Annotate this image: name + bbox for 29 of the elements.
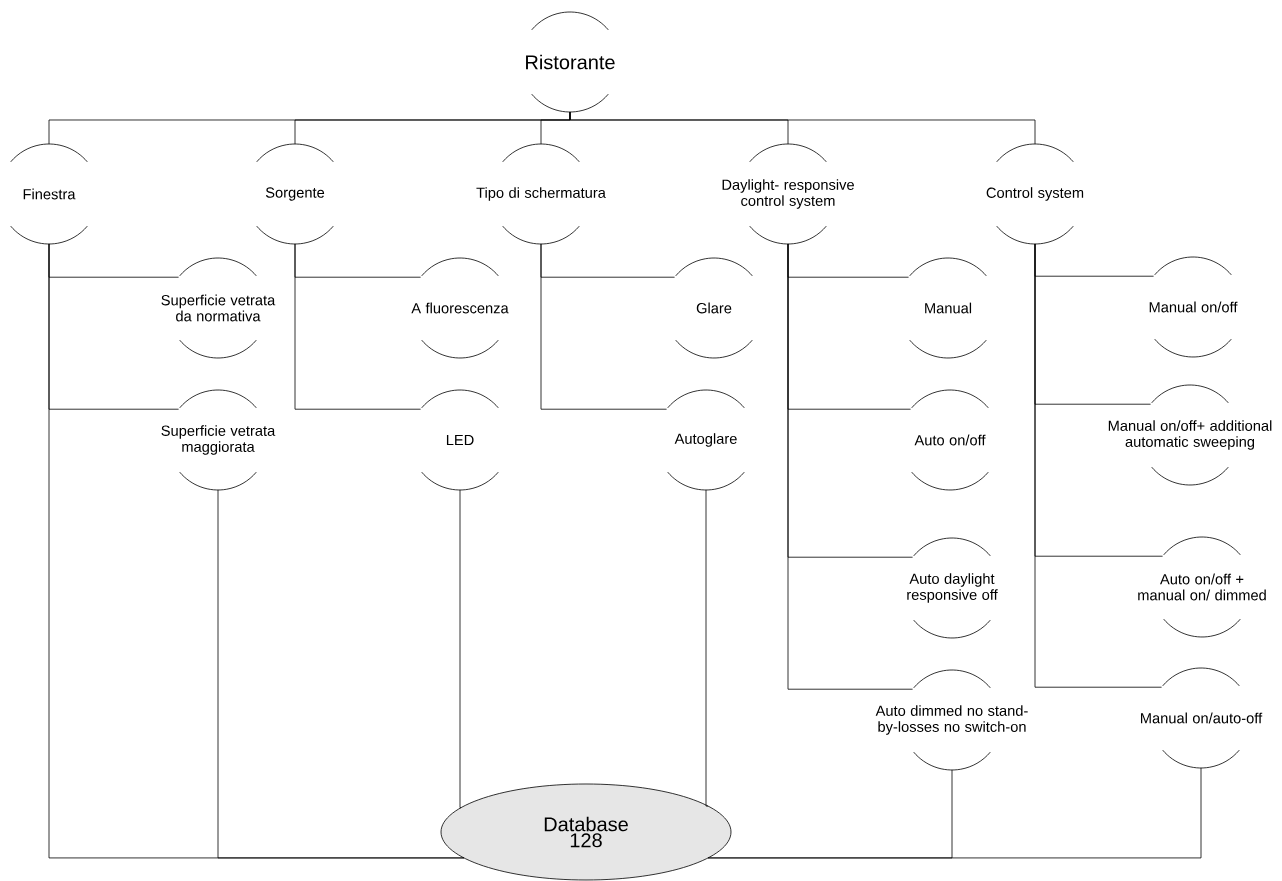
circle-node: LED [421,389,499,491]
connector [459,489,462,809]
circle-node: Manual [909,257,987,359]
circle-node: Manual on/off+ additional automatic sweeping [1108,384,1272,486]
circle-node: Sorgente [256,143,334,245]
circle-node: Glare [675,257,753,359]
connector [540,243,667,410]
circle-node: Finestra [10,143,88,245]
circle-node: Auto on/off + manual on/ dimmed [1138,536,1266,638]
connector [1034,243,1162,688]
circle-node: Auto daylight responsive off [907,537,998,639]
circle-node: Daylight- responsive control system [722,143,854,245]
circle-node: Manual on/off [1149,256,1238,358]
connector [787,243,913,690]
circle-node: Autoglare [667,389,745,491]
circle-node: Ristorante [526,11,615,113]
connector [217,489,465,859]
circle-node: Tipo di schermatura [476,143,606,245]
circle-node: Superficie vetrata maggiorata [161,389,276,491]
connector [705,489,709,807]
connector [569,111,1036,145]
circle-node: Manual on/auto-off [1141,667,1263,769]
connector [294,243,421,410]
circle-node: Superficie vetrata da normativa [161,257,276,359]
circle-node: Control system [986,143,1084,245]
connector [707,767,1202,859]
circle-node: Auto on/off [911,389,989,491]
circle-node: Auto dimmed no stand-by-losses no switch-on [875,669,1028,771]
circle-node: A fluorescenza [411,257,509,359]
